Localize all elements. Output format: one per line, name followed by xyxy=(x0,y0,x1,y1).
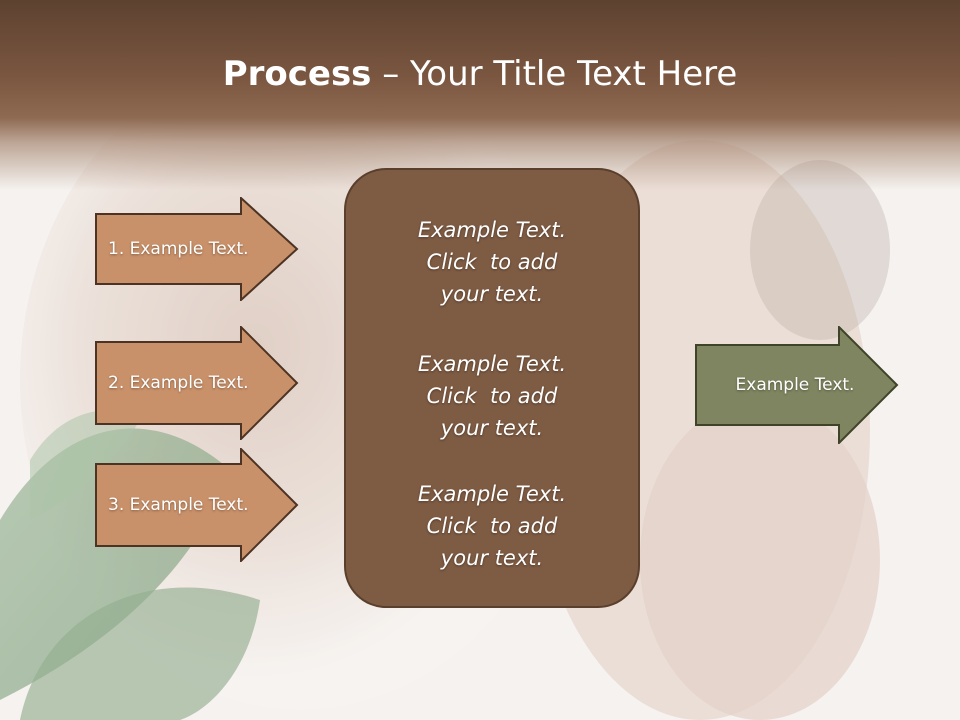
center-line: your text. xyxy=(440,416,544,440)
center-line: Click to add xyxy=(426,514,558,538)
center-text-box[interactable]: Example Text. Click to add your text. Ex… xyxy=(344,168,640,608)
right-arrow-label: Example Text. xyxy=(735,375,855,395)
center-line: your text. xyxy=(440,282,544,306)
title-bar xyxy=(0,0,960,190)
left-arrow-label: 1. Example Text. xyxy=(108,239,249,259)
title-rest: – Your Title Text Here xyxy=(371,54,738,94)
arrow-shape-icon xyxy=(95,197,299,301)
right-arrow[interactable]: Example Text. xyxy=(695,326,899,444)
center-line: Click to add xyxy=(426,384,558,408)
center-line: Example Text. xyxy=(417,352,567,376)
title-bold: Process xyxy=(222,54,372,94)
left-arrow-label: 3. Example Text. xyxy=(108,495,249,515)
center-line: Click to add xyxy=(426,250,558,274)
left-arrow-2[interactable]: 2. Example Text. xyxy=(95,326,299,440)
arrow-shape-icon xyxy=(695,326,899,444)
center-paragraph-1: Example Text. Click to add your text. xyxy=(346,214,638,310)
center-line: your text. xyxy=(440,546,544,570)
center-paragraph-3: Example Text. Click to add your text. xyxy=(346,478,638,574)
center-line: Example Text. xyxy=(417,482,567,506)
left-arrow-label: 2. Example Text. xyxy=(108,373,249,393)
arrow-shape-icon xyxy=(95,448,299,562)
left-arrow-1[interactable]: 1. Example Text. xyxy=(95,197,299,301)
arrow-shape-icon xyxy=(95,326,299,440)
center-paragraph-2: Example Text. Click to add your text. xyxy=(346,348,638,444)
left-arrow-3[interactable]: 3. Example Text. xyxy=(95,448,299,562)
slide-title[interactable]: Process – Your Title Text Here xyxy=(0,52,960,96)
center-line: Example Text. xyxy=(417,218,567,242)
